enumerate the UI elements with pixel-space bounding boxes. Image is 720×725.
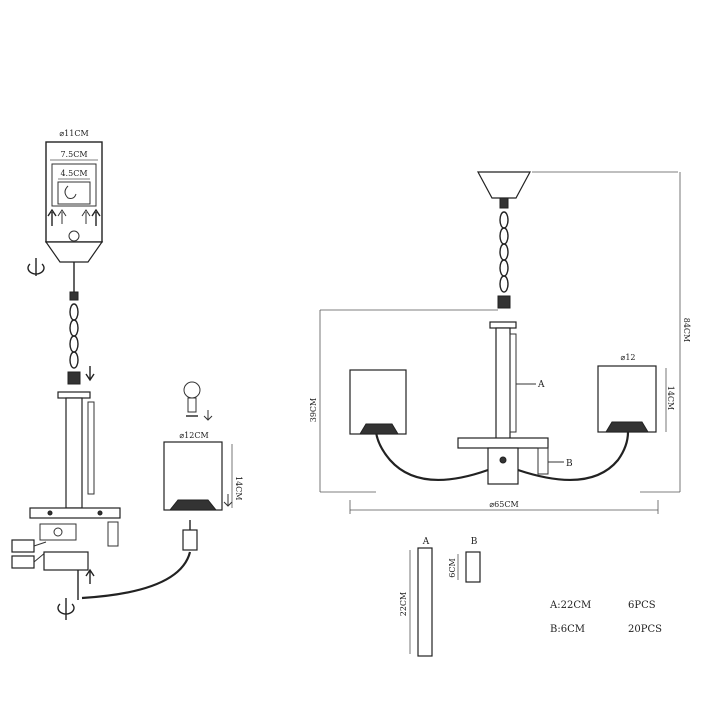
shade-holder (359, 423, 399, 435)
chain-link (499, 275, 509, 293)
canopy-detail: ⌀11CM 7.5CM 4.5CM (27, 129, 104, 301)
body-loop (497, 295, 511, 309)
junction-box (39, 523, 77, 541)
wire-connector (11, 555, 35, 569)
up-arrow-icon (85, 568, 95, 584)
total-height-label: 84CM (682, 318, 691, 343)
ceiling-canopy (476, 171, 532, 199)
wire-connector (11, 539, 35, 553)
left-chain (69, 303, 79, 369)
overall-dimensions: 84CM ⌀65CM (349, 172, 691, 514)
arm-hub (487, 447, 519, 485)
chain-link (69, 303, 79, 321)
part-b-qty: 20PCS (628, 624, 662, 635)
part-b-rod (465, 551, 481, 583)
canopy-cup (44, 241, 104, 263)
part-a-length: 22CM (399, 592, 408, 617)
side-rod-b (107, 521, 119, 547)
down-arrow-icon (203, 410, 213, 421)
bracket-plate (57, 181, 91, 205)
part-a-label: A (422, 537, 430, 547)
shade-height-label: 14CM (234, 476, 243, 501)
part-a-spec: A:22CM (549, 600, 591, 611)
down-arrow-icon (223, 494, 233, 507)
lamp-shade (163, 441, 223, 511)
body-top-loop (67, 371, 81, 385)
plate-screw (97, 510, 103, 516)
body-cap (57, 391, 91, 399)
lamp-shade-left (349, 369, 407, 435)
screw-up-arrow-icon (91, 208, 101, 226)
part-a-qty: 6PCS (628, 600, 656, 611)
rod-a-label: A (537, 380, 545, 390)
hub-screw (499, 456, 507, 464)
hook-icon (64, 185, 77, 199)
parts-list: A 22CM B 6CM A:22CM 6PCS B:6CM 20PCS (399, 537, 662, 657)
chain-link (499, 259, 509, 277)
bracket-width-label: 7.5CM (60, 150, 87, 159)
screw-up-arrow-icon (57, 209, 67, 224)
chain-link (69, 335, 79, 353)
shade-holder (168, 499, 218, 511)
bulb-icon (183, 381, 201, 399)
part-a-rod (417, 547, 433, 657)
screw-up-arrow-icon (81, 209, 91, 224)
left-body (11, 366, 121, 620)
part-b-label: B (471, 537, 478, 547)
right-canopy (476, 171, 678, 209)
part-b-spec: B:6CM (550, 624, 585, 635)
side-rod-b (537, 447, 549, 475)
right-chain (497, 211, 511, 309)
side-rod-a (87, 401, 95, 495)
screw-up-arrow-icon (47, 208, 57, 226)
shade-diameter-label: ⌀12 (621, 353, 636, 362)
mounting-bracket (51, 163, 97, 207)
total-width-label: ⌀65CM (489, 500, 518, 509)
canopy-nut (68, 230, 80, 242)
arm-plate (29, 507, 121, 519)
chain-link (69, 319, 79, 337)
arm-hub (43, 551, 89, 571)
chain-link (69, 351, 79, 369)
curved-arm (81, 551, 192, 600)
chain-link (499, 211, 509, 229)
central-rod (495, 327, 511, 441)
left-curved-arm (374, 431, 489, 481)
side-rod-a (509, 333, 517, 433)
arm-height-label: 39CM (309, 398, 318, 423)
right-curved-arm (517, 431, 630, 481)
body-cap (489, 321, 517, 329)
right-arms (374, 431, 630, 481)
chain-link (499, 227, 509, 245)
down-arrow-icon (85, 366, 95, 382)
left-shade: ⌀12CM 14CM (163, 381, 243, 511)
right-right-shade: ⌀12 14CM (597, 353, 675, 433)
bracket-inner-label: 4.5CM (60, 169, 87, 178)
canopy-diameter-label: ⌀11CM (59, 129, 88, 138)
chain-link (499, 243, 509, 261)
shade-diameter-label: ⌀12CM (179, 431, 208, 440)
central-rod (65, 397, 83, 509)
arm-plate (457, 437, 549, 449)
left-arm (81, 520, 198, 600)
junction-screw (53, 527, 63, 537)
canopy-coupler (499, 197, 509, 209)
bulb-base (187, 397, 197, 413)
rod-b-label: B (566, 459, 573, 469)
right-body: A B (320, 309, 573, 485)
shade-holder (605, 421, 649, 433)
chain-coupler (69, 291, 79, 301)
arm-socket (182, 529, 198, 551)
lamp-shade-right (597, 365, 657, 433)
shade-height-label: 14CM (666, 386, 675, 411)
right-left-shade: 39CM (309, 310, 407, 493)
plate-screw (47, 510, 53, 516)
part-b-length: 6CM (448, 558, 457, 577)
